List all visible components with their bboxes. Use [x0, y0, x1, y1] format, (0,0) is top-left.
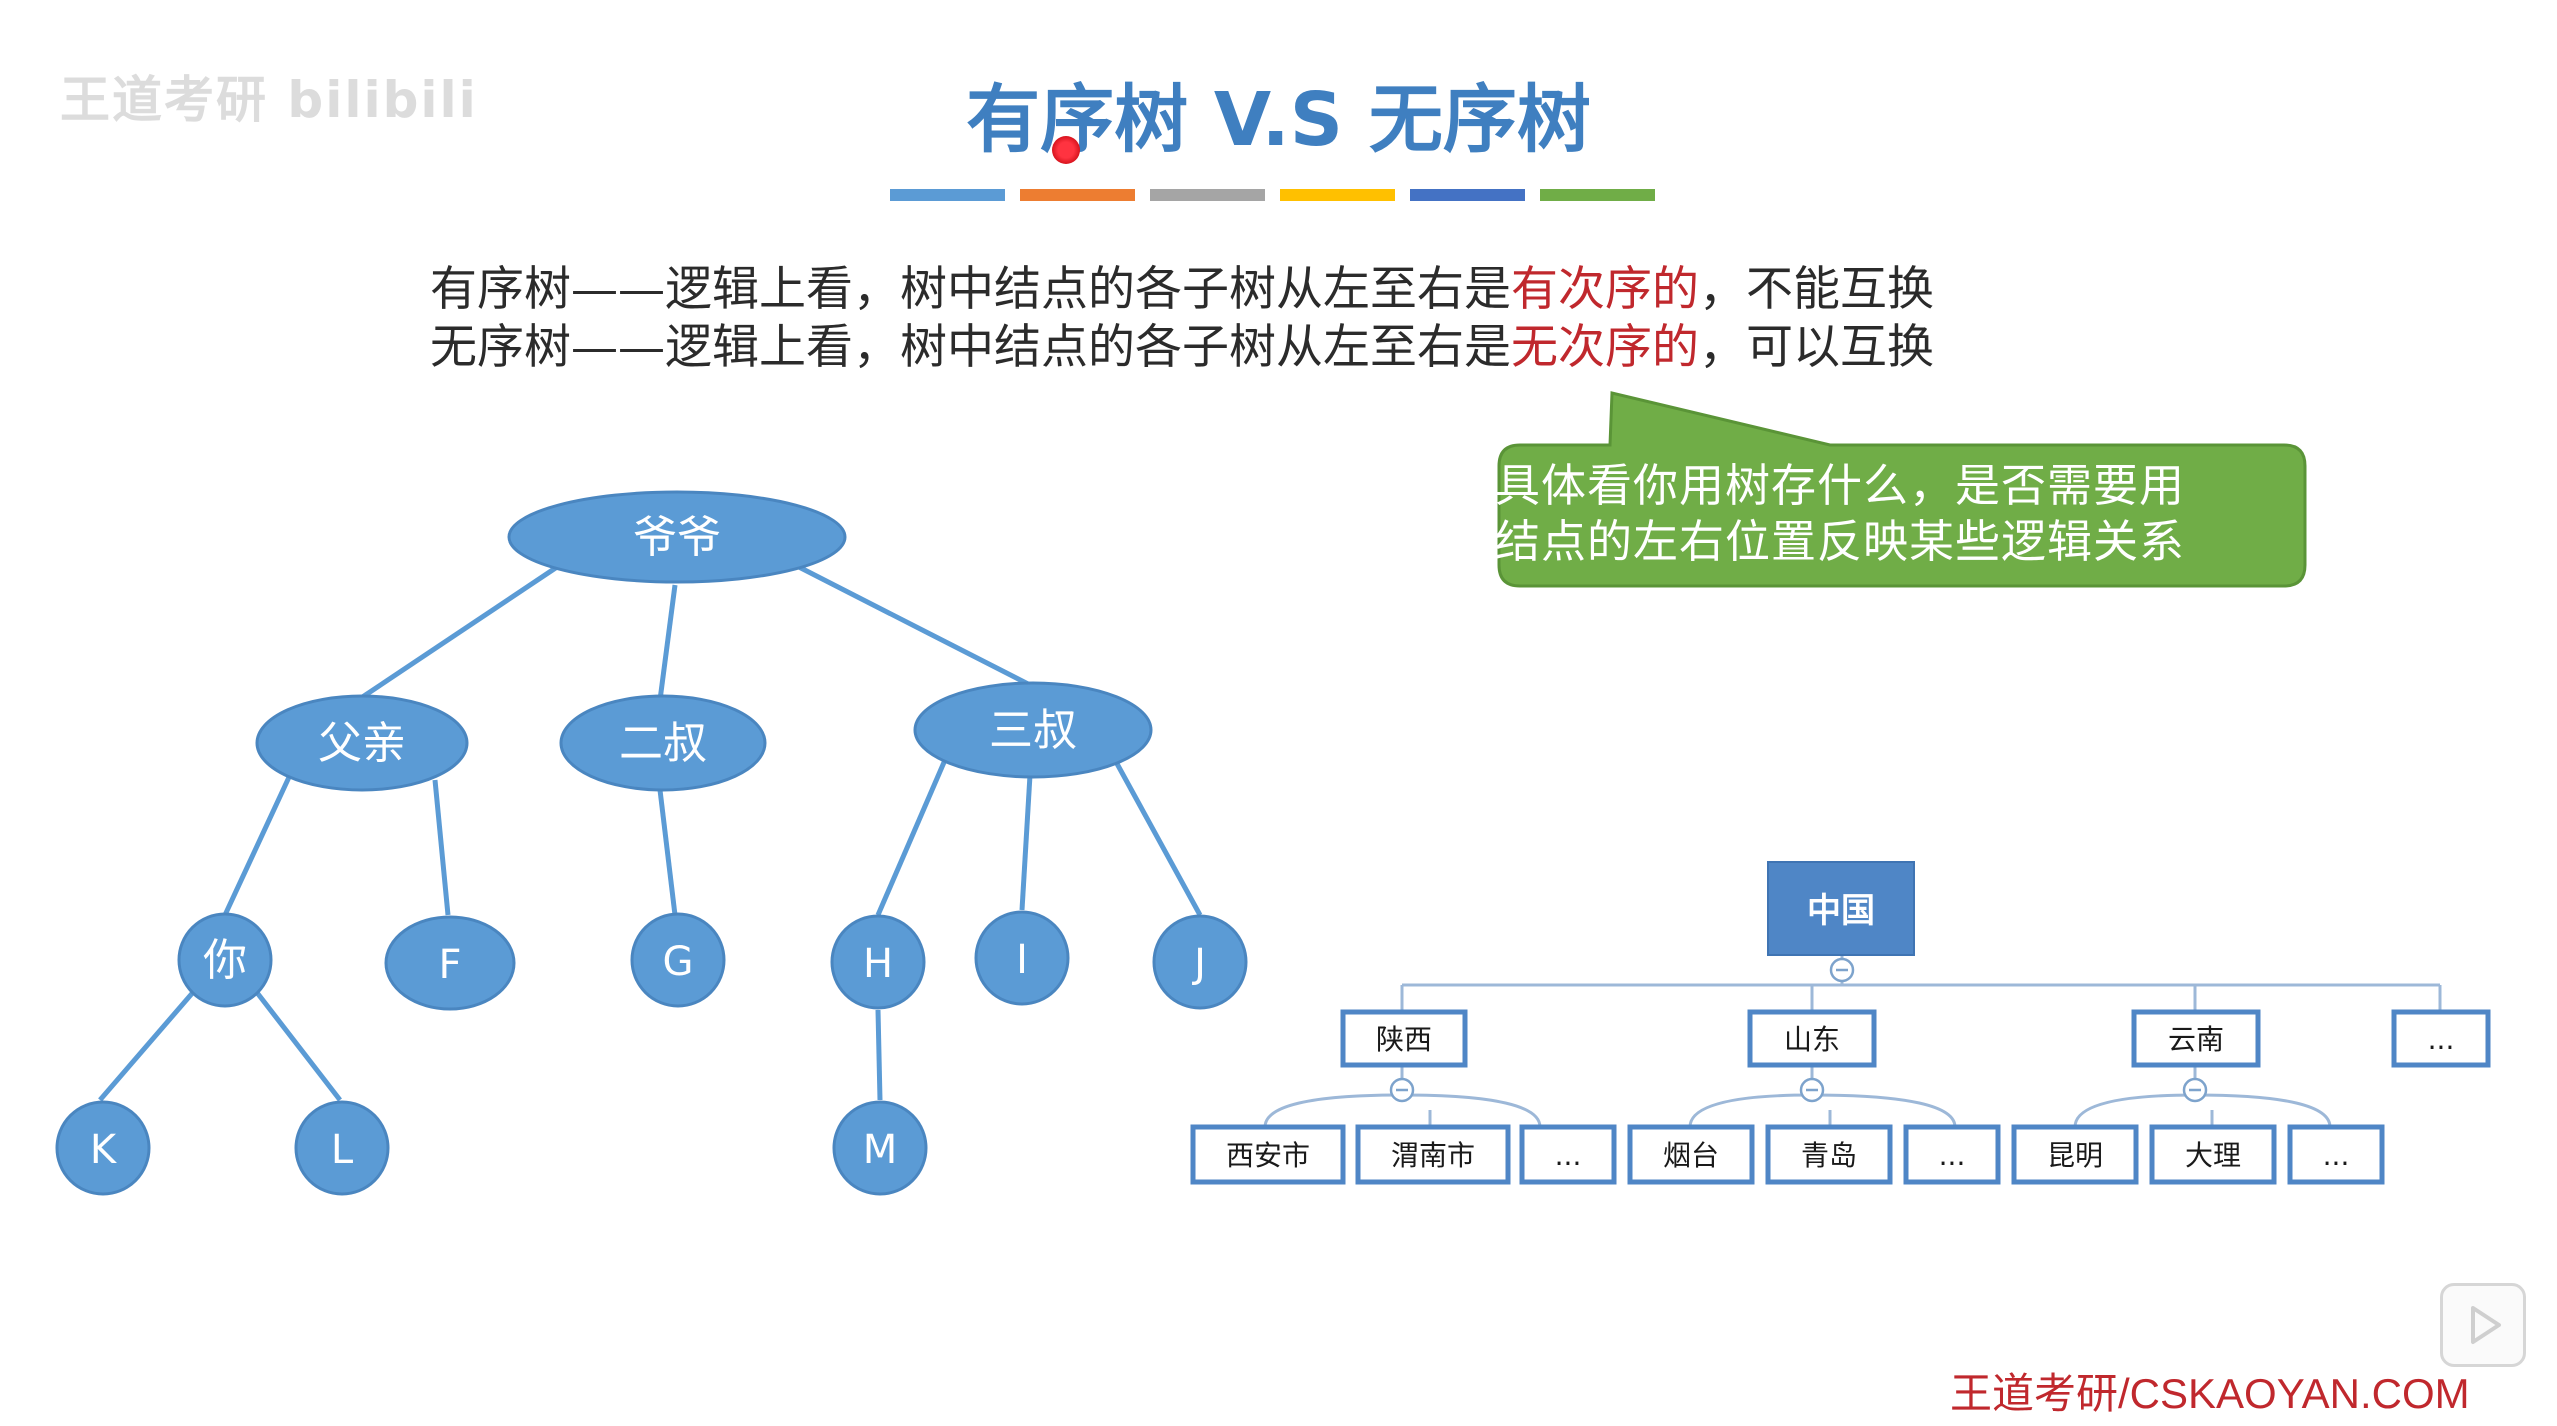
province-yunnan: 云南 [2168, 1023, 2224, 1056]
node-i-label: I [1016, 937, 1028, 983]
node-uncle2-label: 二叔 [619, 718, 707, 769]
city-qingdao: 青岛 [1801, 1139, 1857, 1172]
node-h: H [830, 914, 926, 1010]
node-i: I [974, 910, 1070, 1006]
node-father-label: 父亲 [318, 718, 406, 769]
node-grandpa: 爷爷 [507, 490, 847, 584]
node-f-label: F [438, 942, 461, 988]
callout-text: 具体看你用树存什么，是否需要用 结点的左右位置反映某些逻辑关系 [1495, 458, 2315, 570]
node-you: 你 [177, 912, 273, 1008]
node-uncle3-label: 三叔 [989, 705, 1077, 756]
bilibili-watermark: 王道考研 bilibili [60, 71, 478, 129]
color-bar-4 [1280, 189, 1395, 201]
node-l: L [294, 1100, 390, 1196]
city-more-shaanxi: ... [1555, 1139, 1582, 1172]
org-root-label: 中国 [1807, 891, 1875, 931]
node-m: M [832, 1100, 928, 1196]
unordered-def-highlight: 无次序的 [1511, 320, 1699, 375]
city-more-shandong: ... [1939, 1139, 1966, 1172]
color-bar-6 [1540, 189, 1655, 201]
family-tree-nodes: 爷爷 父亲 二叔 三叔 你 F G H [55, 490, 1248, 1196]
city-kunming: 昆明 [2047, 1139, 2103, 1172]
node-k: K [55, 1100, 151, 1196]
play-icon [2471, 1306, 2501, 1344]
play-button[interactable] [2440, 1283, 2526, 1367]
node-uncle3: 三叔 [913, 681, 1153, 779]
family-tree-edges [98, 562, 1203, 1102]
unordered-def-suffix: ，可以互换 [1699, 320, 1934, 375]
city-xian: 西安市 [1226, 1139, 1310, 1172]
city-more-yunnan: ... [2323, 1139, 2350, 1172]
node-grandpa-label: 爷爷 [633, 512, 721, 563]
node-k-label: K [90, 1127, 118, 1173]
unordered-tree-definition: 无序树——逻辑上看，树中结点的各子树从左至右是无次序的，可以互换 [430, 318, 1934, 378]
node-father: 父亲 [255, 694, 469, 792]
ordered-def-highlight: 有次序的 [1511, 262, 1699, 317]
footer-brand: 王道考研/CSKAOYAN.COM [1950, 1370, 2470, 1417]
node-m-label: M [863, 1127, 898, 1173]
node-l-label: L [331, 1127, 354, 1173]
org-root-china: 中国 [1767, 861, 1915, 956]
org-collapse-minus [1396, 968, 2201, 1092]
laser-pointer-dot [1052, 136, 1080, 164]
city-yantai: 烟台 [1663, 1139, 1719, 1172]
org-city-boxes [1190, 1124, 2385, 1185]
unordered-def-prefix: 无序树——逻辑上看，树中结点的各子树从左至右是 [430, 320, 1511, 375]
node-f: F [384, 915, 516, 1011]
node-h-label: H [863, 941, 893, 987]
province-shandong: 山东 [1784, 1023, 1840, 1056]
color-bar-3 [1150, 189, 1265, 201]
callout-line-2: 结点的左右位置反映某些逻辑关系 [1495, 515, 2186, 568]
color-bar-5 [1410, 189, 1525, 201]
ordered-def-prefix: 有序树——逻辑上看，树中结点的各子树从左至右是 [430, 262, 1511, 317]
node-uncle2: 二叔 [559, 694, 767, 792]
node-g: G [630, 912, 726, 1008]
org-province-boxes [1340, 1009, 2491, 1068]
org-city-labels: 西安市 渭南市 ... 烟台 青岛 ... 昆明 大理 ... [1226, 1139, 2349, 1172]
province-shaanxi: 陕西 [1376, 1023, 1432, 1056]
color-bar-1 [890, 189, 1005, 201]
city-weinan: 渭南市 [1391, 1139, 1475, 1172]
color-bar-2 [1020, 189, 1135, 201]
node-j: J [1152, 914, 1248, 1010]
org-province-labels: 陕西 山东 云南 ... [1376, 1023, 2454, 1056]
node-you-label: 你 [203, 935, 247, 986]
province-more: ... [2428, 1023, 2455, 1056]
city-dali: 大理 [2185, 1139, 2241, 1172]
ordered-tree-definition: 有序树——逻辑上看，树中结点的各子树从左至右是有次序的，不能互换 [430, 260, 1934, 320]
node-j-label: J [1191, 941, 1206, 987]
node-g-label: G [663, 939, 694, 985]
callout-line-1: 具体看你用树存什么，是否需要用 [1495, 459, 2186, 512]
ordered-def-suffix: ，不能互换 [1699, 262, 1934, 317]
